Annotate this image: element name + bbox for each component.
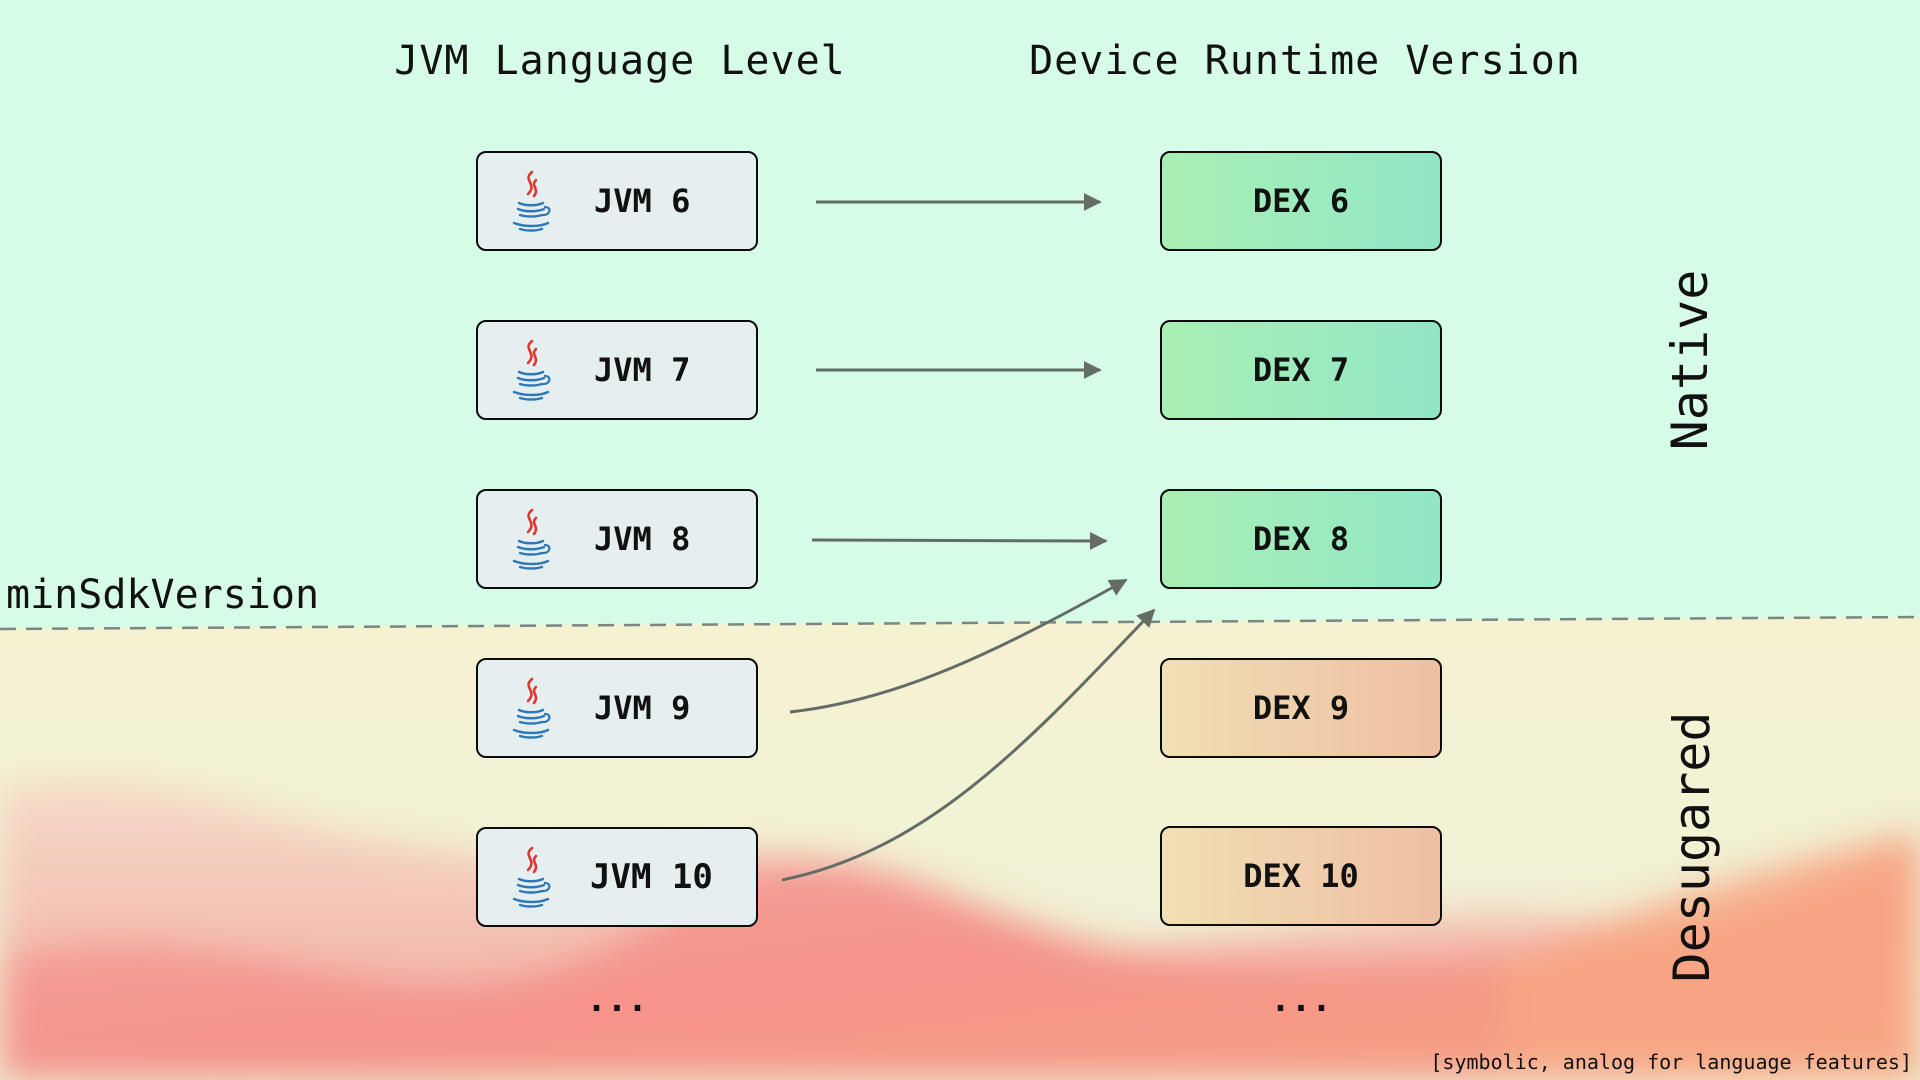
dex-box-7: DEX 7 [1160,320,1442,420]
jvm-box-10: JVM 10 [476,827,758,927]
java-coffee-cup-icon [512,339,551,401]
dex-label: DEX 10 [1243,857,1359,895]
min-sdk-version-label: minSdkVersion [6,572,320,618]
jvm-label: JVM 10 [590,857,713,897]
jvm-box-6: JVM 6 [476,151,758,251]
jvm-label: JVM 8 [594,520,691,558]
dex-ellipsis: ... [1270,980,1332,1020]
dex-label: DEX 9 [1252,689,1350,727]
desugared-side-label: Desugared [1663,711,1721,983]
jvm-box-8: JVM 8 [476,489,758,589]
java-coffee-cup-icon [512,677,551,739]
dex-label: DEX 7 [1252,351,1350,389]
jvm-box-9: JVM 9 [476,658,758,758]
jvm-box-7: JVM 7 [476,320,758,420]
java-coffee-cup-icon [512,170,551,232]
java-coffee-cup-icon [512,508,551,570]
jvm-ellipsis: ... [586,980,648,1020]
dex-box-6: DEX 6 [1160,151,1442,251]
dex-column-header: Device Runtime Version [1029,38,1581,84]
dex-label: DEX 8 [1252,520,1350,558]
footnote: [symbolic, analog for language features] [1430,1050,1912,1074]
dex-box-9: DEX 9 [1160,658,1442,758]
jvm-label: JVM 6 [594,182,691,220]
dex-box-10: DEX 10 [1160,826,1442,926]
native-side-label: Native [1661,269,1719,451]
jvm-label: JVM 9 [594,689,691,727]
dex-box-8: DEX 8 [1160,489,1442,589]
dex-label: DEX 6 [1252,182,1350,220]
java-coffee-cup-icon [512,846,551,908]
jvm-column-header: JVM Language Level [394,38,846,84]
jvm-label: JVM 7 [594,351,691,389]
